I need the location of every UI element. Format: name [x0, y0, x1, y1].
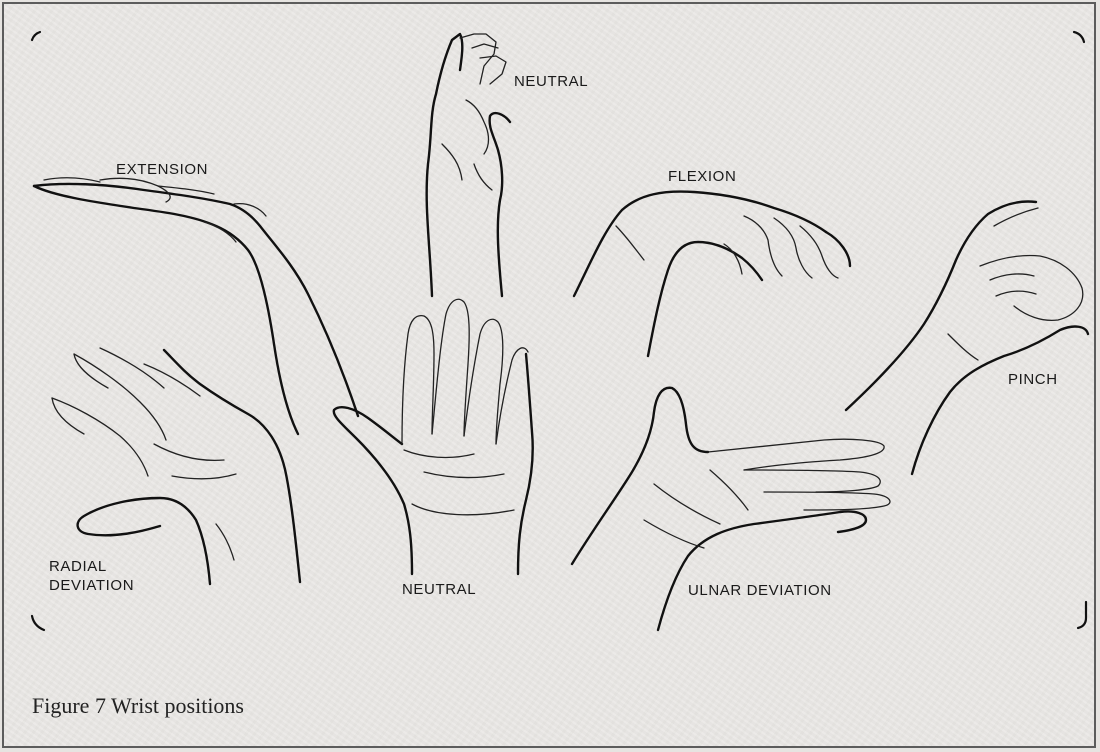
flexion-hand-drawing [574, 192, 850, 356]
neutral-top-hand-drawing [427, 34, 510, 296]
label-flexion: FLEXION [668, 167, 736, 186]
label-neutral-top: NEUTRAL [514, 72, 588, 91]
panel-corner-brackets [32, 32, 1086, 630]
label-radial: RADIAL [49, 557, 107, 576]
extension-hand-drawing [34, 178, 358, 434]
label-neutral-bottom: NEUTRAL [402, 580, 476, 599]
radial-deviation-hand-drawing [52, 348, 300, 584]
label-deviation: DEVIATION [49, 576, 134, 595]
label-extension: EXTENSION [116, 160, 208, 179]
label-pinch: PINCH [1008, 370, 1058, 389]
label-ulnar-deviation: ULNAR DEVIATION [688, 581, 832, 600]
figure-caption: Figure 7 Wrist positions [32, 693, 244, 719]
neutral-bottom-hand-drawing [334, 299, 533, 574]
wrist-positions-illustration [4, 4, 1094, 684]
pinch-hand-drawing [846, 202, 1088, 475]
